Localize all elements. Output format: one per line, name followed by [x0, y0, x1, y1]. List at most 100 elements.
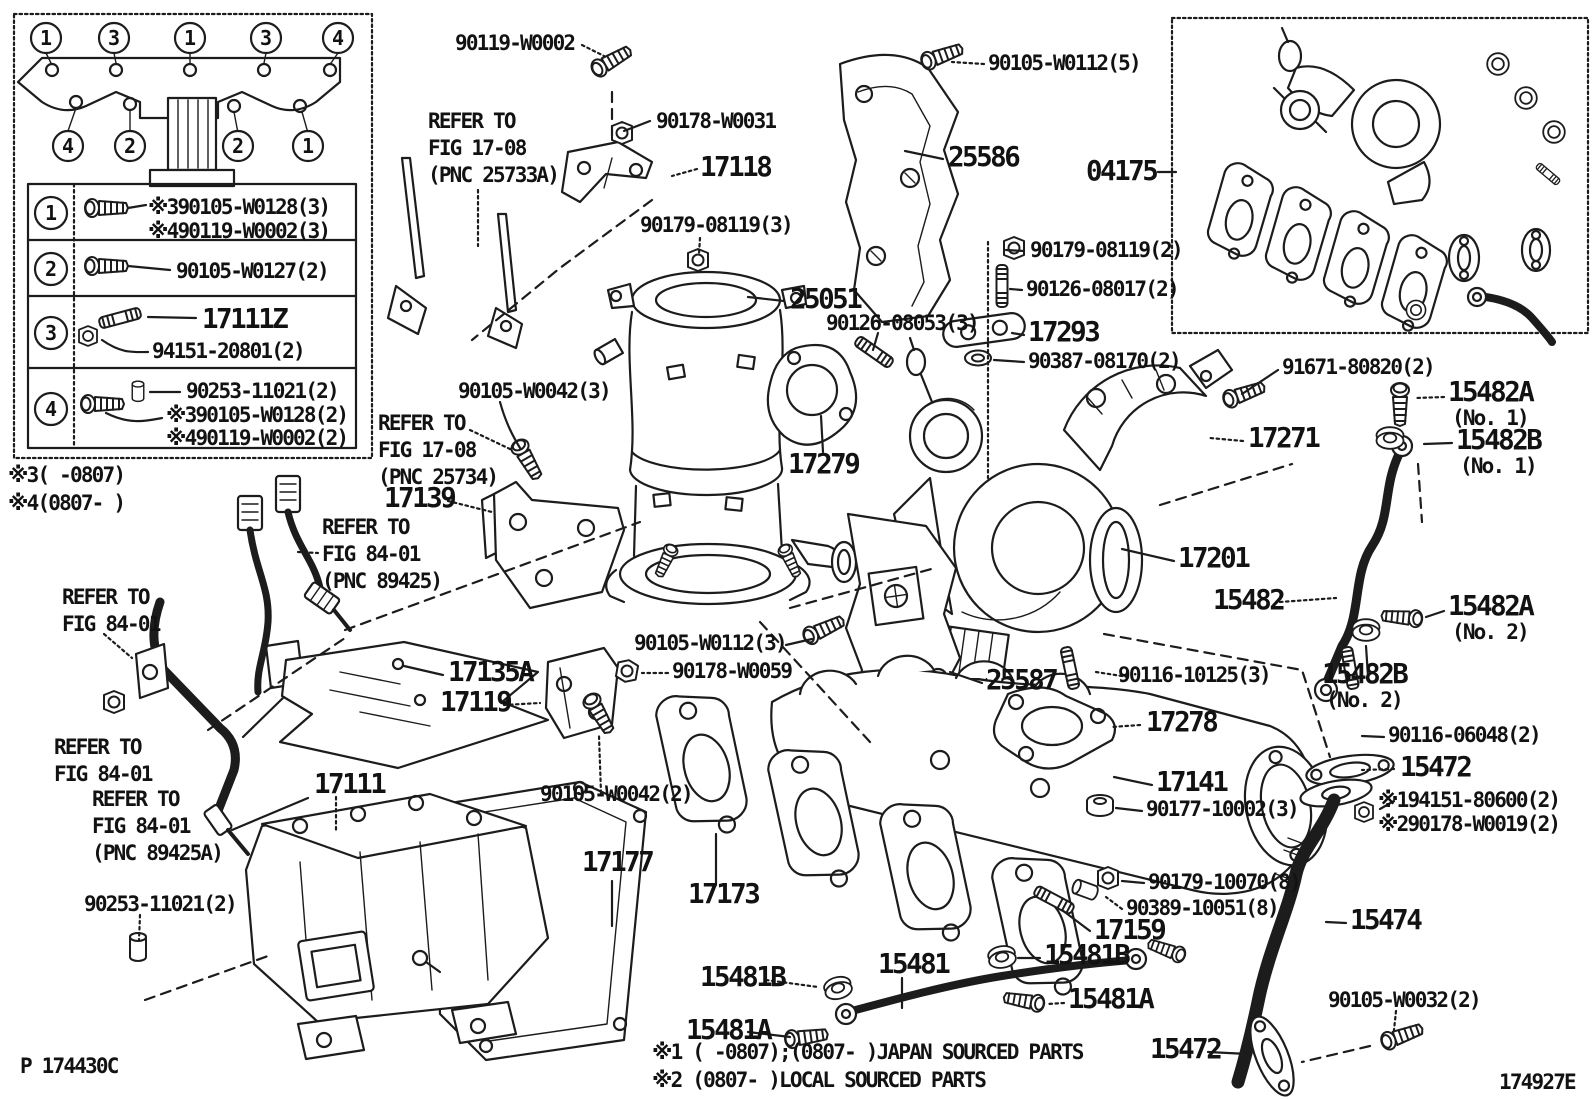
position-number-circle	[321, 21, 355, 55]
legend-position-number: 2	[124, 134, 136, 158]
legend-part-number: 90105-W0127(2)	[176, 259, 328, 283]
legend-table	[26, 182, 358, 450]
heat-insulator-17271	[1062, 348, 1234, 472]
figure-code: P 174430C	[20, 1054, 119, 1078]
refer-note-line: REFER TO	[428, 109, 516, 133]
legend-part-number: 17111Z	[202, 303, 288, 335]
part-label: 17278	[1146, 706, 1217, 738]
part-label: 15481A	[1068, 983, 1155, 1015]
refer-note-line: REFER TO	[54, 735, 142, 759]
part-label: 91671-80820(2)	[1282, 355, 1434, 379]
heat-shield-25586	[838, 53, 960, 324]
part-label: 17111	[314, 768, 386, 800]
inset-gasket-kit-04175	[1170, 16, 1590, 346]
part-label: 15482A	[1448, 376, 1535, 408]
position-number-circle	[33, 391, 69, 427]
part-label: (No. 2)	[1326, 688, 1402, 712]
part-label: 90105-W0112(3)	[634, 631, 786, 655]
bottom-note-1: ※1 ( -0807);(0807- )JAPAN SOURCED PARTS	[652, 1040, 1084, 1064]
bracket-17139	[480, 480, 626, 610]
catalytic-converter-25051	[593, 270, 858, 606]
intake-manifold-17111	[244, 792, 550, 1061]
position-number-circle	[291, 129, 325, 163]
part-label: 15481B	[700, 961, 786, 993]
part-label: 15482	[1213, 584, 1284, 616]
legend-row-number: 1	[45, 201, 57, 225]
part-label: 17159	[1094, 914, 1165, 946]
bracket-17118	[560, 140, 654, 204]
part-label: 04175	[1086, 155, 1157, 187]
part-label: 15482B	[1322, 658, 1408, 690]
legend-row-number: 3	[45, 321, 57, 345]
legend-part-number: 94151-20801(2)	[152, 339, 304, 363]
part-label: 17279	[788, 448, 859, 480]
part-label: 15472	[1400, 751, 1471, 783]
part-label: ※290178-W0019(2)	[1378, 812, 1559, 836]
part-label: 15481	[878, 948, 950, 980]
part-label: 90177-10002(3)	[1146, 797, 1298, 821]
labels-layer: 90119-W000290105-W0112(5)90178-W00311711…	[29, 21, 1561, 1065]
part-label: ※194151-80600(2)	[1378, 788, 1559, 812]
part-label: 15482B	[1456, 424, 1542, 456]
part-label: 17139	[384, 482, 455, 514]
heat-insulator-17135A	[264, 639, 550, 770]
line-art	[12, 12, 1590, 1097]
construction-lines	[143, 90, 1424, 1064]
position-number-circle	[173, 21, 207, 55]
legend-part-number: ※390105-W0128(3)	[148, 195, 329, 219]
part-label: 90126-08017(2)	[1026, 277, 1178, 301]
refer-note-line: FIG 17-08	[378, 438, 477, 462]
part-label: 17141	[1156, 766, 1228, 798]
part-label: 90179-10070(8)	[1148, 870, 1300, 894]
position-number-circle	[33, 251, 69, 287]
part-label: 15472	[1150, 1033, 1221, 1065]
position-number-circle	[113, 129, 147, 163]
part-label: 17173	[688, 878, 759, 910]
part-label: 90389-10051(8)	[1126, 896, 1278, 920]
part-label: 17119	[440, 686, 511, 718]
part-label: 25051	[790, 283, 862, 315]
part-label: 90178-W0059	[672, 659, 792, 683]
position-number-circle	[97, 21, 131, 55]
part-label: 15474	[1350, 904, 1422, 936]
bottom-note-2: ※2 (0807- )LOCAL SOURCED PARTS	[652, 1068, 986, 1092]
part-label: 90116-06048(2)	[1388, 723, 1540, 747]
refer-note-line: (PNC 25733A)	[428, 163, 558, 187]
part-label: 17271	[1248, 422, 1320, 454]
legend-position-number: 1	[40, 26, 52, 50]
position-number-circle	[221, 129, 255, 163]
part-label: 90178-W0031	[656, 109, 776, 133]
side-note-3: ※3( -0807)	[8, 463, 124, 487]
part-label: 17293	[1028, 316, 1099, 348]
part-label: 17118	[700, 151, 771, 183]
oxygen-sensors	[103, 474, 352, 856]
legend-position-number: 4	[62, 134, 74, 158]
legend-part-number: ※490119-W0002(3)	[148, 219, 329, 243]
legend-row-number: 2	[45, 257, 57, 281]
refer-note-line: REFER TO	[322, 515, 410, 539]
position-number-circle	[249, 21, 283, 55]
refer-note-line: (PNC 89425A)	[92, 841, 222, 865]
part-label: (No. 1)	[1452, 406, 1528, 430]
part-label: 90179-08119(2)	[1030, 238, 1182, 262]
part-label: 90387-08170(2)	[1028, 349, 1180, 373]
pipe-stay-brackets	[386, 156, 524, 350]
legend-box	[12, 12, 374, 460]
part-label: (No. 1)	[1460, 454, 1536, 478]
legend-part-number: ※390105-W0128(2)	[166, 403, 347, 427]
part-label: 17135A	[448, 656, 535, 688]
refer-note-line: REFER TO	[378, 411, 466, 435]
oil-hose-15474-assembly	[1231, 778, 1427, 1097]
side-note-4: ※4(0807- )	[8, 491, 124, 515]
legend-position-number: 3	[108, 26, 120, 50]
gasket-17278	[992, 686, 1117, 770]
position-number-circle	[33, 315, 69, 351]
legend-part-number: 90253-11021(2)	[186, 379, 338, 403]
part-label: 15481B	[1044, 939, 1130, 971]
legend-manifold-thumbnail	[16, 52, 342, 188]
refer-note-line: FIG 84-01	[62, 612, 161, 636]
legend-position-number: 3	[260, 26, 272, 50]
legend-position-number: 4	[332, 26, 344, 50]
